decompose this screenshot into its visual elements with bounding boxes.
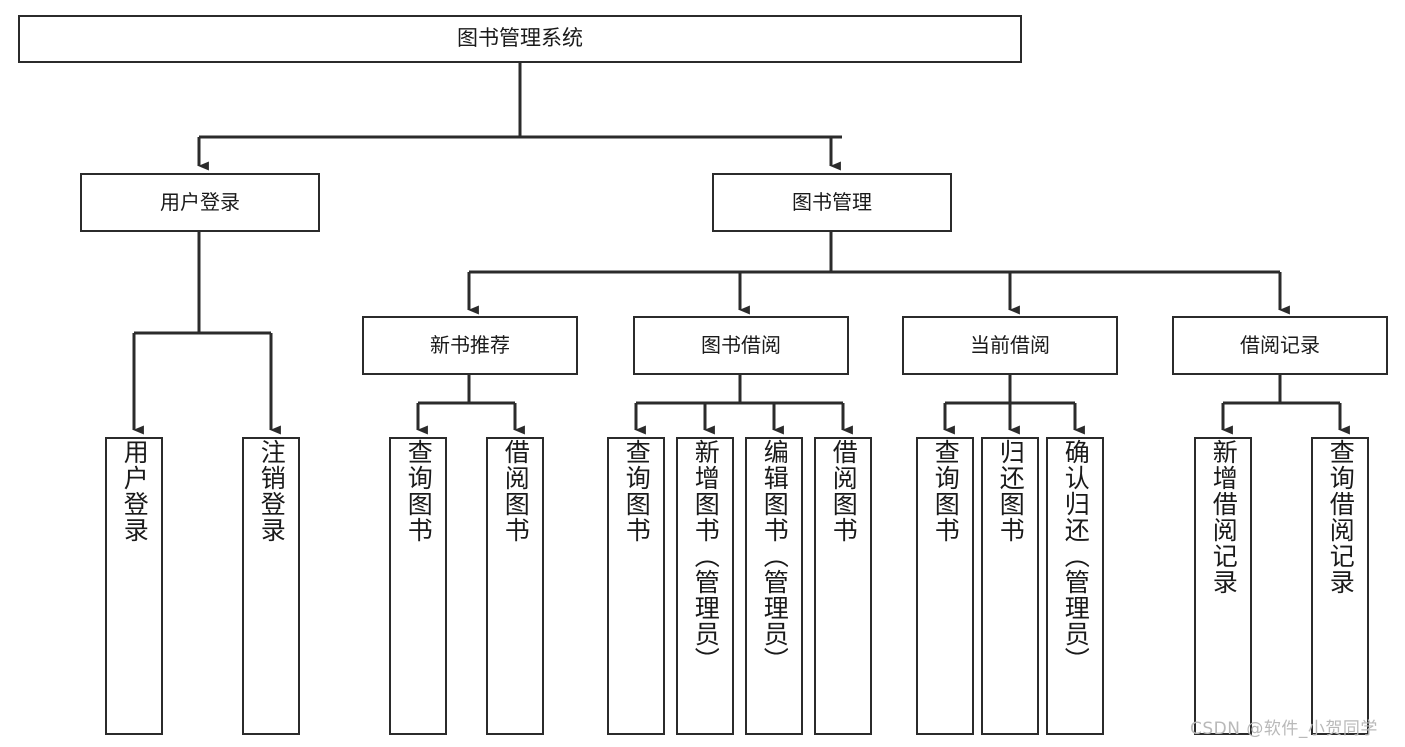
leaf-new-book-query-books[interactable]: 查询图书 <box>389 437 447 735</box>
leaf-borrow-edit-book-admin[interactable]: 编辑图书（管理员） <box>745 437 803 735</box>
node-new-book-recommend[interactable]: 新书推荐 <box>362 316 578 375</box>
node-current-borrow[interactable]: 当前借阅 <box>902 316 1118 375</box>
leaf-current-confirm-return-admin-label: 确认归还（管理员） <box>1061 439 1091 673</box>
leaf-record-query-borrow-record[interactable]: 查询借阅记录 <box>1311 437 1369 735</box>
node-new-book-recommend-label: 新书推荐 <box>430 333 510 358</box>
leaf-current-confirm-return-admin[interactable]: 确认归还（管理员） <box>1046 437 1104 735</box>
leaf-borrow-query-books-label: 查询图书 <box>622 439 652 543</box>
leaf-borrow-add-book-admin-label: 新增图书（管理员） <box>691 439 721 673</box>
leaf-current-query-books[interactable]: 查询图书 <box>916 437 974 735</box>
leaf-borrow-query-books[interactable]: 查询图书 <box>607 437 665 735</box>
watermark: CSDN @软件_小贺同学 <box>1190 719 1378 739</box>
leaf-current-return-books[interactable]: 归还图书 <box>981 437 1039 735</box>
leaf-borrow-borrow-books-label: 借阅图书 <box>829 439 859 543</box>
leaf-new-book-borrow-books-label: 借阅图书 <box>501 439 531 543</box>
node-root-label: 图书管理系统 <box>457 26 583 51</box>
node-borrow-record-label: 借阅记录 <box>1240 333 1320 358</box>
leaf-record-query-borrow-record-label: 查询借阅记录 <box>1326 439 1356 595</box>
leaf-borrow-add-book-admin[interactable]: 新增图书（管理员） <box>676 437 734 735</box>
leaf-user-login-logout[interactable]: 注销登录 <box>242 437 300 735</box>
node-borrow-record[interactable]: 借阅记录 <box>1172 316 1388 375</box>
leaf-user-login-login[interactable]: 用户登录 <box>105 437 163 735</box>
node-user-login[interactable]: 用户登录 <box>80 173 320 232</box>
leaf-new-book-borrow-books[interactable]: 借阅图书 <box>486 437 544 735</box>
node-root-book-management-system[interactable]: 图书管理系统 <box>18 15 1022 63</box>
leaf-user-login-login-label: 用户登录 <box>120 439 150 543</box>
node-book-borrow-label: 图书借阅 <box>701 333 781 358</box>
node-user-login-label: 用户登录 <box>160 190 240 215</box>
leaf-record-add-borrow-record[interactable]: 新增借阅记录 <box>1194 437 1252 735</box>
leaf-current-query-books-label: 查询图书 <box>931 439 961 543</box>
node-book-management[interactable]: 图书管理 <box>712 173 952 232</box>
node-book-borrow[interactable]: 图书借阅 <box>633 316 849 375</box>
leaf-borrow-borrow-books[interactable]: 借阅图书 <box>814 437 872 735</box>
node-book-management-label: 图书管理 <box>792 190 872 215</box>
leaf-borrow-edit-book-admin-label: 编辑图书（管理员） <box>760 439 790 673</box>
leaf-record-add-borrow-record-label: 新增借阅记录 <box>1209 439 1239 595</box>
leaf-current-return-books-label: 归还图书 <box>996 439 1026 543</box>
leaf-user-login-logout-label: 注销登录 <box>257 439 287 543</box>
node-current-borrow-label: 当前借阅 <box>970 333 1050 358</box>
leaf-new-book-query-books-label: 查询图书 <box>404 439 434 543</box>
